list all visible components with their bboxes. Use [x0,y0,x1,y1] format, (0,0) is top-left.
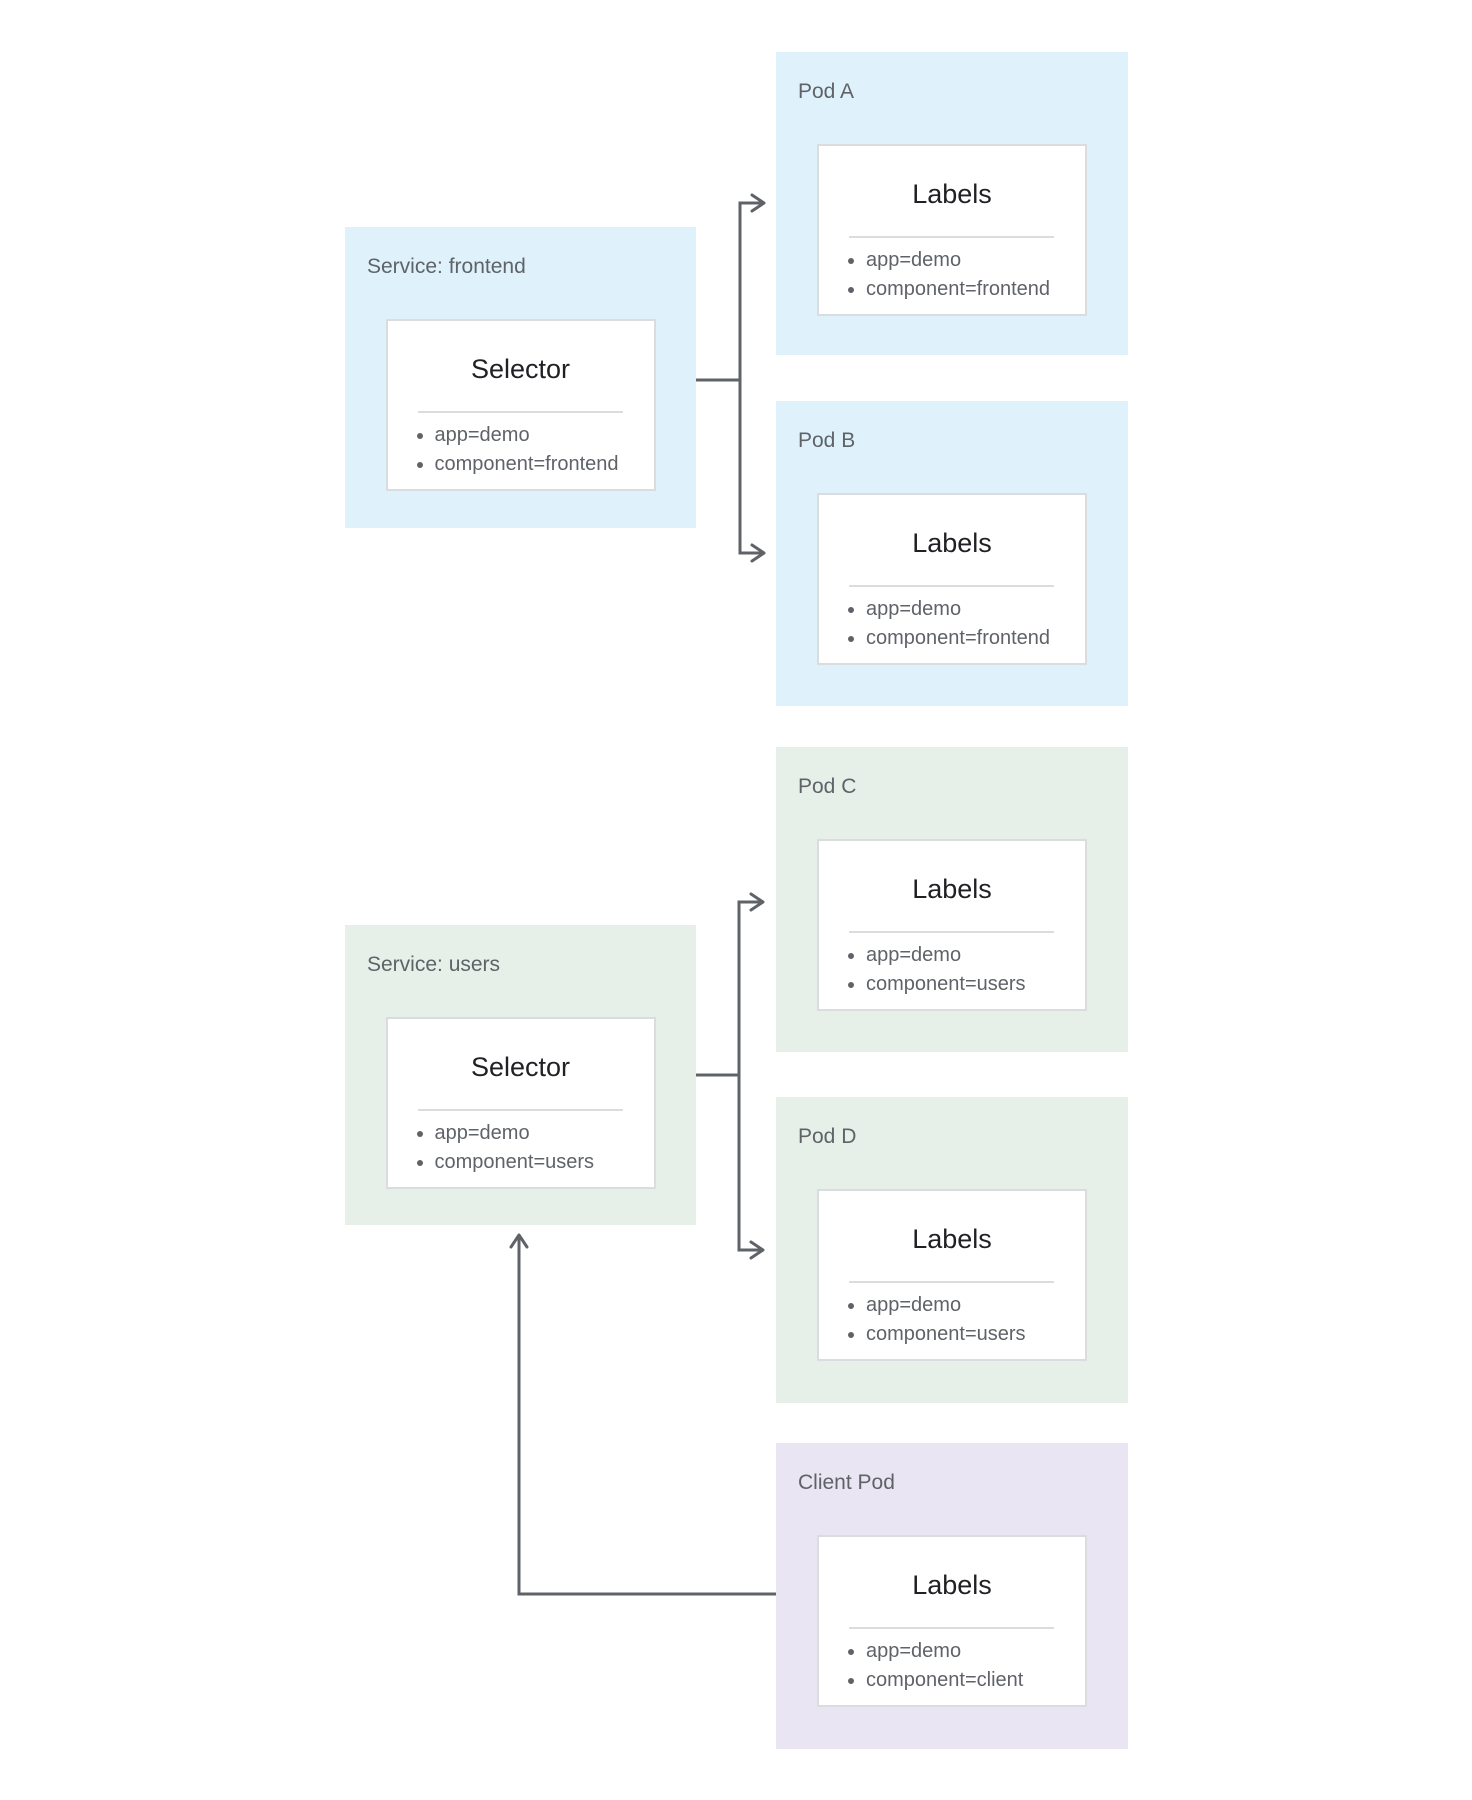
pod-b-labels-card: Labels app=demo component=frontend [817,493,1087,665]
pod-d-title: Pod D [798,1125,857,1148]
arrow-frontend-to-pod-b [738,380,766,563]
labels-card-title: Labels [912,528,992,558]
labels-card-title: Labels [912,1570,992,1600]
service-frontend-box: Service: frontend Selector app=demo comp… [345,227,696,528]
label-item-list: app=demo component=users [819,941,1085,999]
card-divider [849,1627,1054,1629]
service-users-title: Service: users [367,953,501,976]
label-item: component=users [866,1320,1085,1349]
card-divider [849,1281,1054,1283]
card-divider [849,931,1054,933]
pod-d-box: Pod D Labels app=demo component=users [776,1097,1128,1403]
selector-item-list: app=demo component=frontend [388,421,654,479]
pod-d-labels-card: Labels app=demo component=users [817,1189,1087,1361]
pod-b-box: Pod B Labels app=demo component=frontend [776,401,1128,706]
service-users-selector-card: Selector app=demo component=users [385,1017,656,1189]
label-item-list: app=demo component=frontend [819,246,1085,304]
label-item: app=demo [866,595,1085,624]
label-item: app=demo [866,1637,1085,1666]
selector-item: app=demo [435,1119,654,1148]
arrow-users-to-pod-d [737,1075,765,1260]
card-divider [849,585,1054,587]
label-item: app=demo [866,1291,1085,1320]
labels-card-title: Labels [912,1224,992,1254]
pod-a-labels-card: Labels app=demo component=frontend [817,144,1087,316]
selector-card-title: Selector [470,1052,571,1082]
label-item: component=frontend [866,275,1085,304]
label-item: app=demo [866,941,1085,970]
client-pod-title: Client Pod [798,1471,895,1494]
selector-item: component=users [435,1148,654,1177]
pod-c-box: Pod C Labels app=demo component=users [776,747,1128,1052]
label-item: component=client [866,1666,1085,1695]
service-frontend-selector-card: Selector app=demo component=frontend [385,319,656,491]
selector-item: component=frontend [435,450,654,479]
arrow-client-pod-to-service-users [509,1233,776,1596]
card-divider [417,411,623,413]
client-pod-labels-card: Labels app=demo component=client [817,1535,1087,1707]
selector-item: app=demo [435,421,654,450]
label-item-list: app=demo component=frontend [819,595,1085,653]
selector-card-title: Selector [470,354,571,384]
pod-a-box: Pod A Labels app=demo component=frontend [776,52,1128,355]
label-item-list: app=demo component=users [819,1291,1085,1349]
card-divider [417,1109,623,1111]
labels-card-title: Labels [912,179,992,209]
pod-c-labels-card: Labels app=demo component=users [817,839,1087,1011]
client-pod-box: Client Pod Labels app=demo component=cli… [776,1443,1128,1749]
label-item: component=frontend [866,624,1085,653]
service-users-box: Service: users Selector app=demo compone… [345,925,696,1225]
pod-a-title: Pod A [798,80,855,103]
labels-card-title: Labels [912,874,992,904]
pod-b-title: Pod B [798,429,856,452]
pod-c-title: Pod C [798,775,857,798]
arrow-users-to-pod-c [737,892,765,1075]
selector-item-list: app=demo component=users [388,1119,654,1177]
label-item: component=users [866,970,1085,999]
arrow-frontend-to-pod-a [738,193,766,380]
label-item-list: app=demo component=client [819,1637,1085,1695]
card-divider [849,236,1054,238]
label-item: app=demo [866,246,1085,275]
service-frontend-title: Service: frontend [367,255,526,278]
